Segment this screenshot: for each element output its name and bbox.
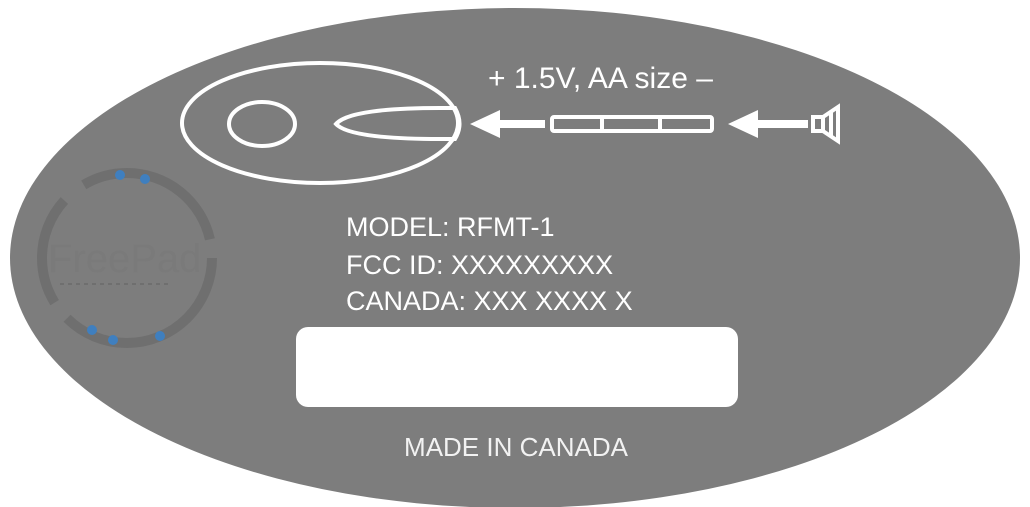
made-in-text: MADE IN CANADA: [404, 432, 629, 462]
fcc-id-text: FCC ID: XXXXXXXXX: [346, 250, 613, 280]
logo-ring: [37, 168, 217, 348]
insert-arrow-icon: [470, 110, 545, 138]
label-oval-background: [10, 8, 1020, 507]
logo-text: FreePad: [48, 237, 201, 281]
model-text: MODEL: RFMT-1: [346, 212, 555, 242]
logo-dot: [115, 170, 125, 180]
blank-serial-field: [296, 327, 738, 407]
logo-dot: [155, 331, 165, 341]
battery-instruction-text: + 1.5V, AA size –: [488, 62, 713, 95]
logo-dot: [87, 325, 97, 335]
direction-arrow-icon: [728, 110, 808, 138]
remote-outline-icon: [180, 61, 462, 185]
battery-icon: [550, 115, 714, 133]
logo-dot: [140, 174, 150, 184]
speaker-icon: [811, 103, 840, 145]
canada-id-text: CANADA: XXX XXXX X: [346, 286, 633, 316]
logo-dot: [108, 335, 118, 345]
freepad-logo: FreePad: [37, 168, 217, 348]
